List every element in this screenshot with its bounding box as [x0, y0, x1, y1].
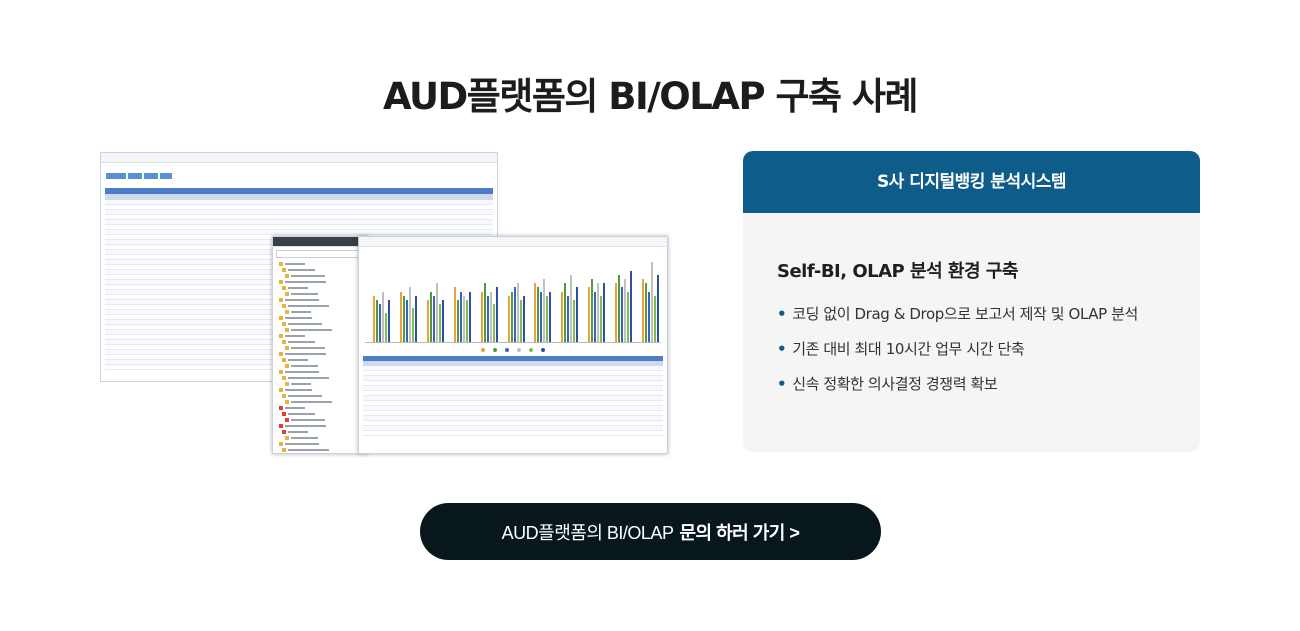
chart-bar — [399, 291, 402, 342]
case-info-card: S사 디지털뱅킹 분석시스템 Self-BI, OLAP 분석 환경 구축 •코… — [743, 151, 1200, 452]
chart-bar — [618, 274, 621, 342]
bar-chart — [365, 251, 661, 343]
chart-bar — [621, 287, 624, 342]
chart-bar — [645, 283, 648, 342]
list-item: •신속 정확한 의사결정 경쟁력 확보 — [777, 375, 998, 393]
chart-bar — [513, 287, 516, 342]
chart-bar — [588, 287, 591, 342]
chart-bar — [388, 300, 390, 342]
data-grid — [359, 356, 667, 436]
product-screenshot — [100, 152, 670, 454]
chart-bar — [507, 295, 510, 342]
legend-swatch — [481, 348, 485, 352]
chart-bar — [468, 291, 471, 342]
chart-bar — [516, 283, 519, 342]
chart-bar — [537, 287, 540, 342]
chart-bar — [540, 291, 543, 342]
chart-bar — [591, 279, 594, 342]
chart-bar — [453, 287, 456, 342]
chart-bar — [561, 291, 564, 342]
folder-tree — [273, 261, 367, 453]
chart-bar — [382, 291, 384, 342]
card-subtitle: Self-BI, OLAP 분석 환경 구축 — [777, 261, 1018, 282]
chart-bar — [408, 287, 411, 342]
window-titlebar — [101, 153, 497, 163]
chart-bar — [570, 274, 573, 342]
legend-swatch — [541, 348, 545, 352]
chart-bar — [465, 300, 468, 342]
chart-bar — [373, 295, 375, 342]
chart-bar — [603, 283, 606, 342]
window-titlebar — [359, 237, 667, 247]
chart-bar — [651, 262, 654, 342]
legend-swatch — [505, 348, 509, 352]
chart-bar — [648, 291, 651, 342]
filter-bar — [101, 163, 497, 188]
chart-bar — [402, 295, 405, 342]
chart-bar — [411, 308, 414, 342]
chart-bar — [600, 295, 603, 342]
chart-bar — [432, 295, 435, 342]
chart-report-window — [358, 236, 668, 454]
chart-bar — [492, 304, 495, 342]
chart-bar — [522, 295, 525, 342]
chart-bar — [480, 291, 483, 342]
chart-legend — [359, 346, 667, 354]
chart-bar — [486, 295, 489, 342]
chart-bar — [379, 304, 381, 342]
card-header: S사 디지털뱅킹 분석시스템 — [743, 151, 1200, 213]
chart-bar — [495, 287, 498, 342]
legend-swatch — [529, 348, 533, 352]
chart-bar — [615, 283, 618, 342]
chart-bar — [376, 300, 378, 342]
bullet-icon: • — [777, 340, 787, 358]
feature-list: •코딩 없이 Drag & Drop으로 보고서 제작 및 OLAP 분석 •기… — [777, 303, 1138, 408]
chart-bar — [429, 291, 432, 342]
chart-bar — [630, 270, 633, 342]
chart-bar — [576, 287, 579, 342]
chart-bar — [627, 291, 630, 342]
chart-bar — [483, 283, 486, 342]
bullet-icon: • — [777, 375, 787, 393]
chart-bar — [597, 283, 600, 342]
chart-bar — [543, 279, 546, 342]
chart-bar — [459, 291, 462, 342]
chart-bar — [654, 295, 657, 342]
bullet-icon: • — [777, 305, 787, 323]
chart-bar — [414, 295, 417, 342]
chart-bar — [489, 291, 492, 342]
chart-bar — [438, 304, 441, 342]
chart-bar — [624, 279, 627, 342]
chart-bar — [462, 295, 465, 342]
chart-bar — [594, 291, 597, 342]
chart-bar — [435, 283, 438, 342]
list-item: •코딩 없이 Drag & Drop으로 보고서 제작 및 OLAP 분석 — [777, 305, 1138, 323]
page-title: AUD플랫폼의 BI/OLAP 구축 사례 — [383, 75, 918, 118]
inquiry-button-label: AUD플랫폼의 BI/OLAP — [501, 522, 674, 543]
window-titlebar — [273, 237, 367, 247]
chart-bar — [546, 295, 549, 342]
chart-bar — [385, 312, 387, 342]
chart-bar — [573, 300, 576, 342]
folder-tree-window — [272, 236, 368, 454]
inquiry-button-label-strong: 문의 하러 가기 > — [679, 522, 800, 543]
legend-swatch — [517, 348, 521, 352]
chart-bar — [657, 274, 660, 342]
chart-bar — [534, 283, 537, 342]
chart-bar — [405, 300, 408, 342]
chart-bar — [642, 279, 645, 342]
chart-bar — [549, 291, 552, 342]
chart-bar — [441, 300, 444, 342]
chart-bar — [564, 283, 567, 342]
chart-bar — [567, 295, 570, 342]
legend-swatch — [493, 348, 497, 352]
chart-bar — [510, 291, 513, 342]
chart-bar — [519, 300, 522, 342]
chart-bar — [456, 300, 459, 342]
inquiry-button[interactable]: AUD플랫폼의 BI/OLAP 문의 하러 가기 > — [420, 503, 881, 560]
chart-bar — [426, 300, 429, 342]
list-item: •기존 대비 최대 10시간 업무 시간 단축 — [777, 340, 1025, 358]
